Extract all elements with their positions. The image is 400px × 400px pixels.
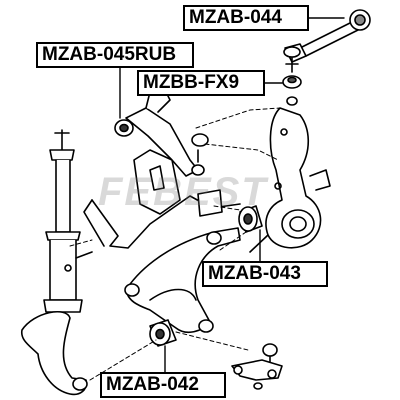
mzab-042-bushing — [149, 319, 177, 347]
part-label-mzab-042: MZAB-042 — [100, 372, 226, 398]
lower-control-arm — [124, 227, 241, 334]
part-label-mzbb-fx9: MZBB-FX9 — [137, 70, 265, 96]
part-label-mzab-045rub: MZAB-045RUB — [36, 42, 194, 68]
subframe — [83, 149, 241, 249]
upper-arm — [114, 87, 209, 177]
part-label-mzab-043: MZAB-043 — [202, 261, 328, 287]
part-label-mzab-044: MZAB-044 — [183, 5, 309, 31]
watermark: FEBEST — [98, 170, 268, 214]
lower-ball-joint — [231, 343, 283, 390]
shock-absorber — [43, 129, 93, 331]
upper-link-rod — [283, 9, 371, 73]
steering-knuckle — [249, 107, 331, 253]
assembly-guides — [69, 107, 281, 381]
lower-link — [20, 310, 88, 396]
mzab-043-bushing — [238, 205, 263, 233]
mzbb-fx9-bushing — [282, 75, 302, 106]
